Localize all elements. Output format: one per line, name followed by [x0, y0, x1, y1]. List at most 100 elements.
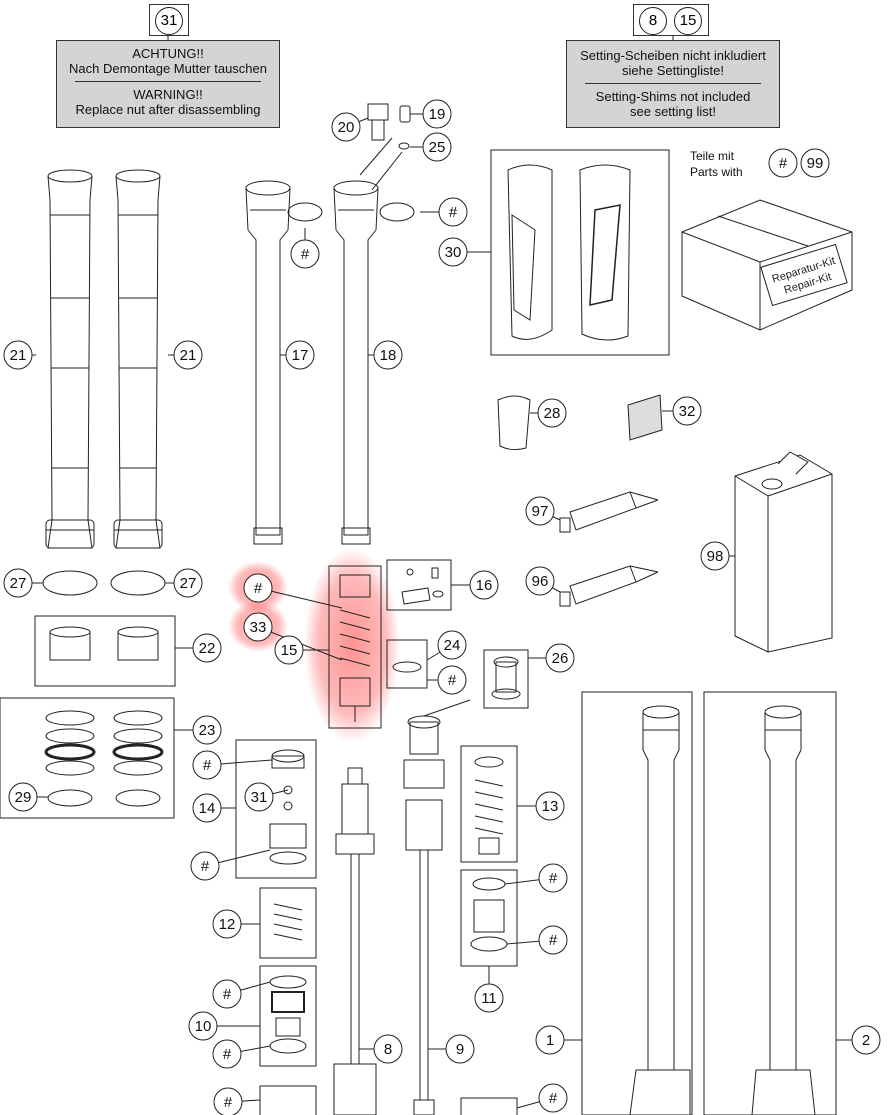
callout-label: 2 — [862, 1032, 870, 1049]
ref-bubble: 15 — [674, 7, 702, 35]
setting-de-line2: siehe Settingliste! — [622, 63, 724, 78]
washer-icon — [392, 661, 422, 673]
callout-label: 21 — [10, 347, 27, 364]
callout-label: 33 — [250, 619, 267, 636]
o-ring-icon — [379, 202, 415, 222]
callout-bubble — [192, 793, 222, 823]
outer-tube-left — [45, 169, 95, 549]
callout-bubble — [3, 568, 33, 598]
spring-icon — [273, 903, 303, 941]
callout-bubble — [525, 566, 555, 596]
callout-bubble — [438, 197, 468, 227]
fork-tube-17 — [245, 180, 291, 545]
callout-bubble — [437, 630, 467, 660]
callout-bubble — [672, 396, 702, 426]
callout-bubble — [437, 665, 467, 695]
callout-bubble — [525, 496, 555, 526]
base-valve-icon — [269, 975, 307, 1054]
callout-bubble — [331, 112, 361, 142]
callout-label: 31 — [251, 789, 268, 806]
base-valve-box — [259, 965, 317, 1067]
callout-bubble — [469, 570, 499, 600]
callout-label: 1 — [546, 1032, 554, 1049]
svg-text:99: 99 — [807, 155, 824, 172]
washer-box — [386, 639, 428, 689]
callout-label: # — [223, 1046, 232, 1063]
small-parts — [401, 567, 444, 605]
callout-bubble — [173, 340, 203, 370]
repair-kit-box — [681, 199, 853, 331]
callout-bubble — [243, 612, 273, 642]
legend-hash-bubble: # — [768, 148, 798, 178]
callout-bubble — [538, 925, 568, 955]
guide-ring-icon — [110, 570, 166, 596]
callout-bubble — [438, 237, 468, 267]
callout-bubble — [192, 750, 222, 780]
spring-assembly — [339, 574, 371, 722]
callout-bubble — [851, 1025, 881, 1055]
damper-rod-8 — [333, 767, 377, 1115]
callout-bubble — [213, 1087, 243, 1115]
fork-leg-2 — [751, 705, 816, 1115]
callout-bubble — [538, 1083, 568, 1113]
setting-en-line1: Setting-Shims not included — [595, 89, 751, 104]
callout-bubble — [290, 239, 320, 269]
fork-leg-box-1 — [581, 691, 693, 1115]
valve-box — [483, 649, 529, 709]
callout-label: 32 — [679, 403, 696, 420]
fork-protector — [507, 164, 631, 341]
callout-bubble — [545, 643, 575, 673]
callout-label: 27 — [180, 575, 197, 592]
spring-assembly-box — [328, 565, 382, 729]
bottom-box — [460, 1097, 518, 1115]
callout-label: # — [201, 858, 210, 875]
callout-bubble — [537, 398, 567, 428]
grease-tube — [559, 491, 659, 533]
ref-tab-left: 31 — [149, 4, 189, 36]
outer-tube-right — [113, 169, 163, 549]
callout-bubble — [8, 782, 38, 812]
callout-bubble — [373, 1034, 403, 1064]
callout-label: 23 — [199, 722, 216, 739]
bushing-icon — [49, 626, 159, 661]
o-ring-icon — [287, 202, 323, 222]
callout-bubble — [285, 340, 315, 370]
callout-bubble — [192, 633, 222, 663]
fork-leg-box-2 — [703, 691, 837, 1115]
cartridge-9 — [403, 715, 445, 1115]
callout-bubble — [192, 715, 222, 745]
oil-can — [734, 451, 833, 653]
warning-en-text: Replace nut after disassembling — [75, 102, 261, 117]
callout-bubble — [538, 863, 568, 893]
piston-box-11 — [460, 869, 518, 967]
callout-bubble — [244, 782, 274, 812]
callout-bubble — [422, 132, 452, 162]
legend-line-de: Teile mit — [690, 149, 735, 163]
guide-ring-icon — [42, 570, 98, 596]
top-cap-parts — [359, 103, 411, 191]
callout-label: # — [549, 1090, 558, 1107]
callout-label: 19 — [429, 106, 446, 123]
callout-label: # — [549, 932, 558, 949]
spring-icon — [474, 756, 504, 855]
callout-bubble — [445, 1034, 475, 1064]
callout-label: 8 — [384, 1041, 392, 1058]
callout-label: 16 — [476, 577, 493, 594]
callout-bubble — [474, 983, 504, 1013]
compression-parts — [269, 749, 307, 865]
callout-bubble — [243, 573, 273, 603]
legend-text: Teile mit Parts with — [690, 148, 743, 180]
callout-label: # — [223, 986, 232, 1003]
sticker-icon — [497, 395, 531, 451]
callout-bubble — [274, 635, 304, 665]
leader-line — [423, 699, 471, 717]
warning-en-title: WARNING!! — [133, 87, 203, 102]
compression-box — [235, 739, 317, 879]
callout-label: 11 — [481, 990, 497, 1007]
callout-bubble — [422, 99, 452, 129]
spring-box-12 — [259, 887, 317, 959]
callout-bubble — [212, 979, 242, 1009]
ref-bubble: 31 — [155, 7, 183, 35]
warning-de-title: ACHTUNG!! — [132, 46, 204, 61]
